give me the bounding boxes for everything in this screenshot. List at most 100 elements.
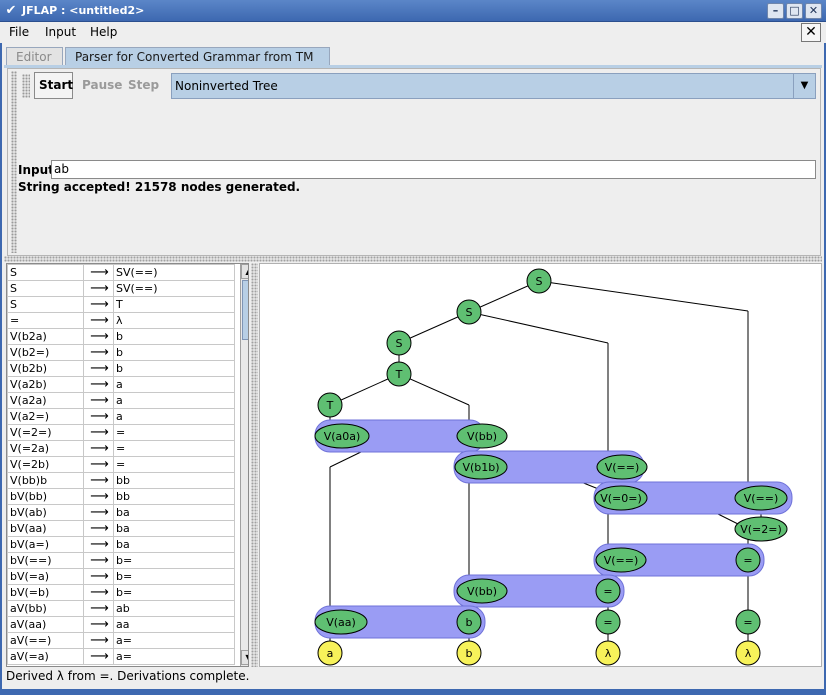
- rule-rhs[interactable]: =: [113, 424, 235, 441]
- node-shape[interactable]: [386, 330, 412, 356]
- rule-lhs[interactable]: aV(aa): [7, 616, 84, 633]
- rule-lhs[interactable]: bV(=b): [7, 584, 84, 601]
- tree-leaf-node[interactable]: λ: [595, 640, 621, 666]
- rule-lhs[interactable]: aV(==): [7, 632, 84, 649]
- panel-grip[interactable]: [11, 71, 17, 253]
- table-row[interactable]: V(=2a)⟶=: [7, 440, 235, 457]
- tree-node[interactable]: V(bb): [456, 423, 508, 449]
- rule-lhs[interactable]: V(b2=): [7, 344, 84, 361]
- rule-rhs[interactable]: λ: [113, 312, 235, 329]
- node-shape[interactable]: [735, 609, 761, 635]
- table-row[interactable]: bV(bb)⟶bb: [7, 488, 235, 505]
- toolbar-grip[interactable]: [22, 74, 30, 98]
- node-shape[interactable]: [314, 423, 370, 449]
- rule-rhs[interactable]: b: [113, 344, 235, 361]
- rule-rhs[interactable]: a=: [113, 632, 235, 649]
- rule-rhs[interactable]: a: [113, 408, 235, 425]
- rule-rhs[interactable]: ba: [113, 520, 235, 537]
- node-shape[interactable]: [454, 454, 508, 480]
- rule-lhs[interactable]: S: [7, 280, 84, 297]
- node-shape[interactable]: [595, 609, 621, 635]
- leaf-node-shape[interactable]: [735, 640, 761, 666]
- rule-rhs[interactable]: a: [113, 392, 235, 409]
- rule-lhs[interactable]: bV(ab): [7, 504, 84, 521]
- rule-rhs[interactable]: b=: [113, 552, 235, 569]
- tree-node[interactable]: =: [735, 547, 761, 573]
- table-row[interactable]: V(=2b)⟶=: [7, 456, 235, 473]
- node-shape[interactable]: [456, 609, 482, 635]
- node-shape[interactable]: [386, 361, 412, 387]
- node-shape[interactable]: [526, 268, 552, 294]
- tree-node[interactable]: S: [526, 268, 552, 294]
- rule-lhs[interactable]: V(b2b): [7, 360, 84, 377]
- rule-lhs[interactable]: aV(=a): [7, 648, 84, 665]
- table-row[interactable]: S⟶SV(==): [7, 264, 235, 281]
- rule-rhs[interactable]: b: [113, 360, 235, 377]
- rule-lhs[interactable]: bV(bb): [7, 488, 84, 505]
- table-row[interactable]: V(a2=)⟶a: [7, 408, 235, 425]
- table-row[interactable]: V(=2=)⟶=: [7, 424, 235, 441]
- tree-node[interactable]: =: [735, 609, 761, 635]
- rule-rhs[interactable]: T: [113, 296, 235, 313]
- maximize-icon[interactable]: □: [786, 3, 803, 19]
- rule-lhs[interactable]: V(=2=): [7, 424, 84, 441]
- tree-leaf-node[interactable]: λ: [735, 640, 761, 666]
- rule-rhs[interactable]: =: [113, 440, 235, 457]
- tree-node[interactable]: V(b1b): [454, 454, 508, 480]
- tree-node[interactable]: S: [456, 299, 482, 325]
- table-row[interactable]: aV(==)⟶a=: [7, 632, 235, 649]
- tree-node[interactable]: V(=0=): [594, 485, 648, 511]
- rule-rhs[interactable]: a: [113, 376, 235, 393]
- tree-leaf-node[interactable]: b: [456, 640, 482, 666]
- tree-node[interactable]: V(aa): [314, 609, 368, 635]
- step-button[interactable]: Step: [128, 78, 160, 92]
- minimize-icon[interactable]: –: [767, 3, 784, 19]
- rules-scrollbar[interactable]: ▲ ▼: [240, 264, 248, 666]
- rule-lhs[interactable]: =: [7, 312, 84, 329]
- rule-rhs[interactable]: =: [113, 456, 235, 473]
- rule-rhs[interactable]: ab: [113, 600, 235, 617]
- rule-rhs[interactable]: ba: [113, 504, 235, 521]
- table-row[interactable]: aV(bb)⟶ab: [7, 600, 235, 617]
- rule-rhs[interactable]: SV(==): [113, 280, 235, 297]
- menu-help[interactable]: Help: [90, 25, 118, 39]
- table-row[interactable]: S⟶SV(==): [7, 280, 235, 297]
- rule-rhs[interactable]: b=: [113, 584, 235, 601]
- pause-button[interactable]: Pause: [82, 78, 123, 92]
- menu-file[interactable]: File: [9, 25, 30, 39]
- node-shape[interactable]: [456, 299, 482, 325]
- rule-lhs[interactable]: bV(==): [7, 552, 84, 569]
- table-row[interactable]: V(a2a)⟶a: [7, 392, 235, 409]
- tree-leaf-node[interactable]: a: [317, 640, 343, 666]
- table-row[interactable]: S⟶T: [7, 296, 235, 313]
- tree-node[interactable]: b: [456, 609, 482, 635]
- jflap-app-icon[interactable]: ✔: [5, 3, 17, 18]
- leaf-node-shape[interactable]: [595, 640, 621, 666]
- tree-node[interactable]: V(a0a): [314, 423, 370, 449]
- table-row[interactable]: bV(=b)⟶b=: [7, 584, 235, 601]
- node-shape[interactable]: [456, 423, 508, 449]
- table-row[interactable]: bV(ab)⟶ba: [7, 504, 235, 521]
- tree-node[interactable]: V(==): [595, 547, 647, 573]
- table-row[interactable]: aV(aa)⟶aa: [7, 616, 235, 633]
- node-shape[interactable]: [314, 609, 368, 635]
- tree-node[interactable]: T: [317, 392, 343, 418]
- node-shape[interactable]: [317, 392, 343, 418]
- node-shape[interactable]: [595, 578, 621, 604]
- node-shape[interactable]: [734, 516, 788, 542]
- menu-input[interactable]: Input: [45, 25, 77, 39]
- rule-rhs[interactable]: SV(==): [113, 264, 235, 281]
- node-shape[interactable]: [735, 547, 761, 573]
- table-row[interactable]: bV(==)⟶b=: [7, 552, 235, 569]
- leaf-node-shape[interactable]: [456, 640, 482, 666]
- table-row[interactable]: V(b2=)⟶b: [7, 344, 235, 361]
- rule-rhs[interactable]: b=: [113, 568, 235, 585]
- tree-node[interactable]: V(=2=): [734, 516, 788, 542]
- rule-rhs[interactable]: ba: [113, 536, 235, 553]
- input-field[interactable]: ab: [51, 160, 816, 179]
- tree-node[interactable]: V(==): [596, 454, 648, 480]
- node-shape[interactable]: [456, 578, 508, 604]
- horizontal-split-divider[interactable]: [4, 256, 822, 262]
- table-row[interactable]: =⟶λ: [7, 312, 235, 329]
- tree-node[interactable]: S: [386, 330, 412, 356]
